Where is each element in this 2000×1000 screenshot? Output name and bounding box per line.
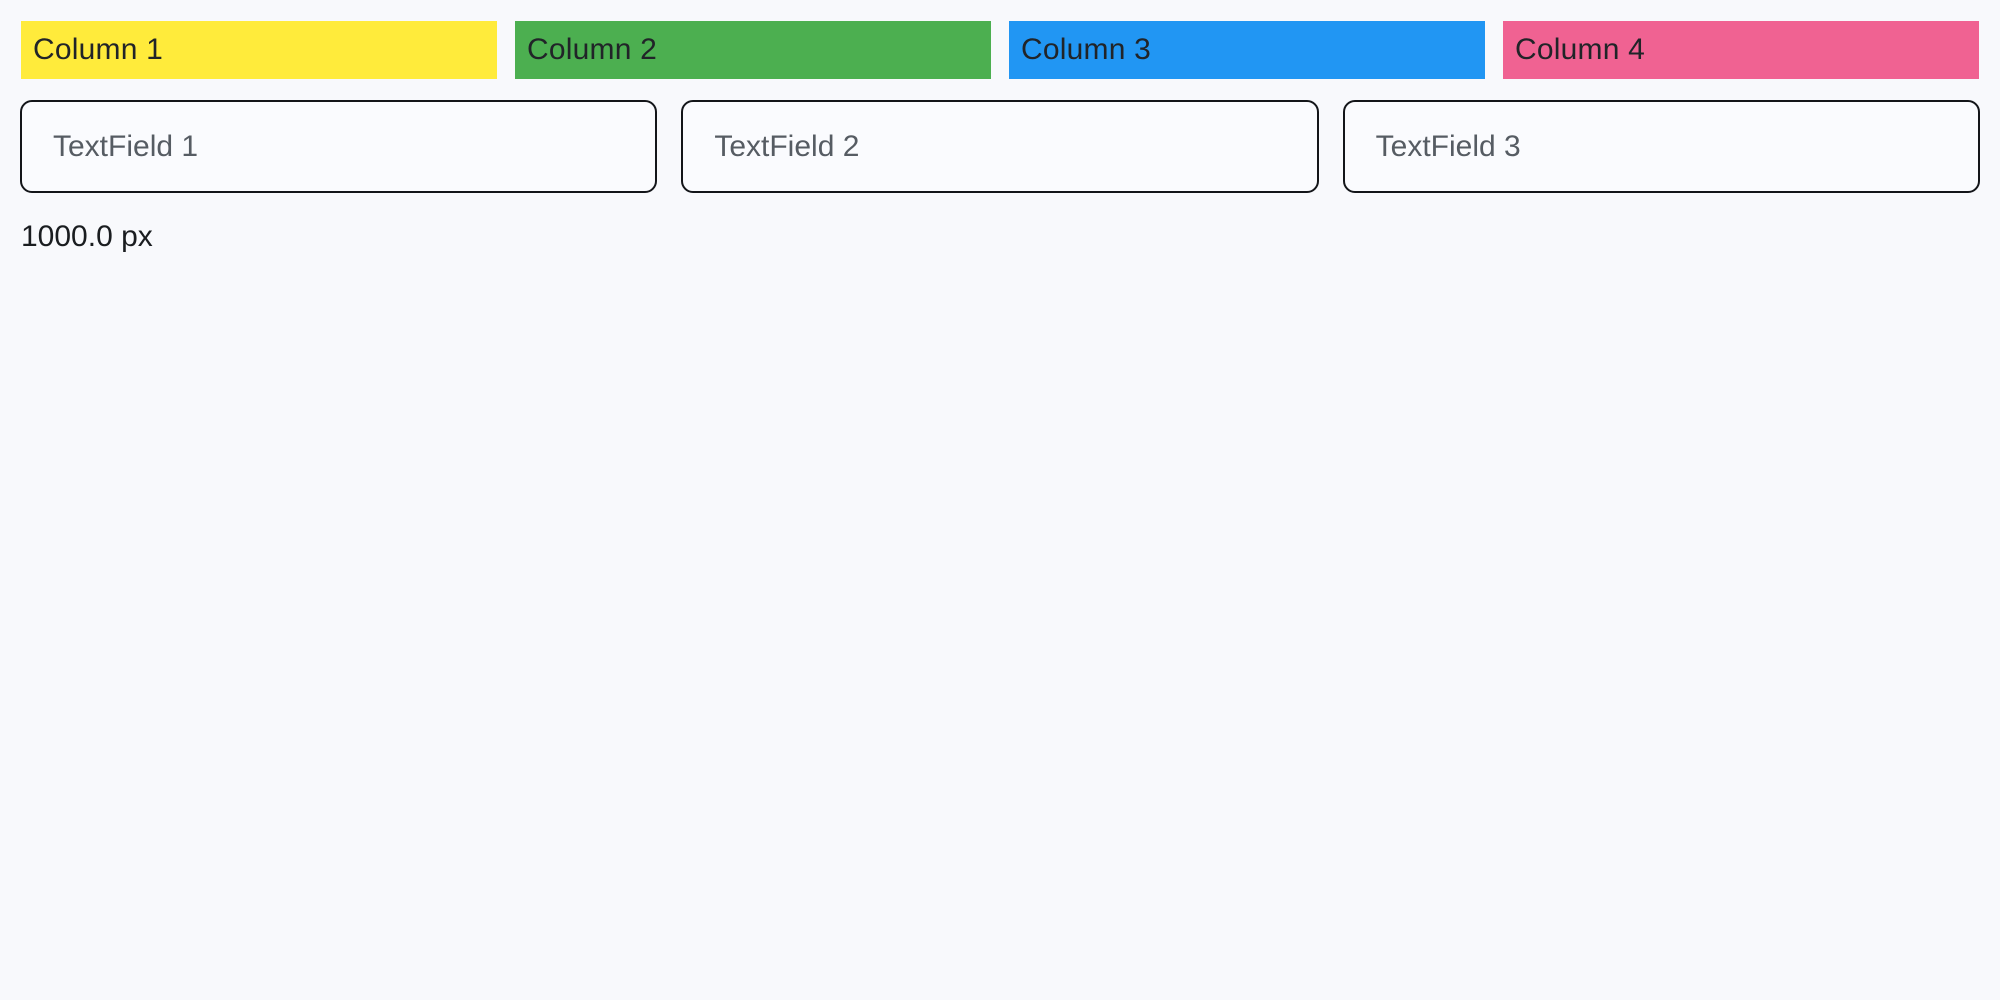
textfields-row (0, 79, 2000, 193)
column-2-label: Column 2 (527, 33, 657, 66)
column-1: Column 1 (21, 21, 497, 79)
textfield-2[interactable] (681, 100, 1319, 193)
column-2: Column 2 (515, 21, 991, 79)
textfield-1[interactable] (20, 100, 658, 193)
column-3: Column 3 (1009, 21, 1485, 79)
width-label: 1000.0 px (21, 220, 153, 253)
column-4-label: Column 4 (1515, 33, 1645, 66)
textfield-3[interactable] (1342, 100, 1980, 193)
color-columns-row: Column 1 Column 2 Column 3 Column 4 (0, 0, 2000, 79)
column-1-label: Column 1 (33, 33, 163, 66)
column-4: Column 4 (1503, 21, 1979, 79)
column-3-label: Column 3 (1021, 33, 1151, 66)
